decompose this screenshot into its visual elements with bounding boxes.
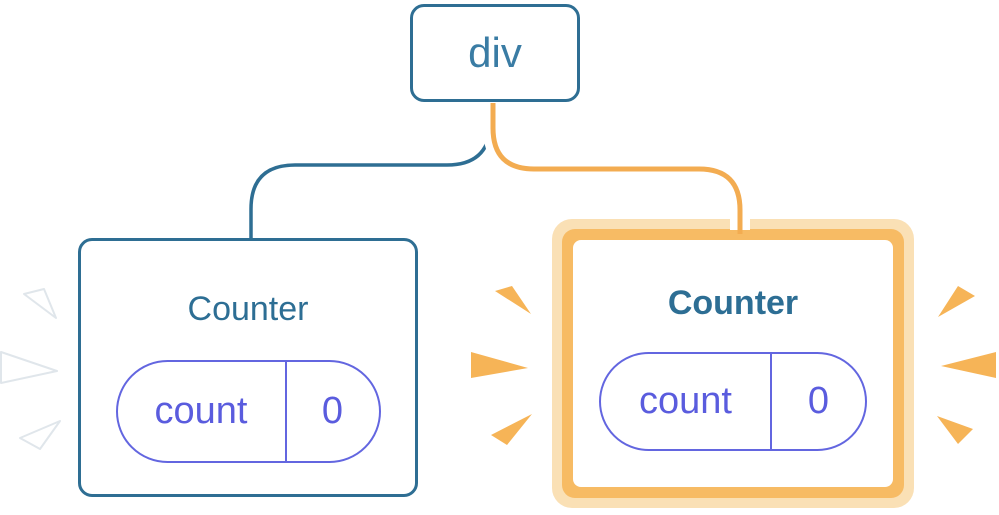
connector-right-casing xyxy=(483,103,750,230)
sparkle-icon-white-left-top xyxy=(23,288,57,319)
right-counter-card: Counter count 0 xyxy=(573,240,893,487)
sparkle-icon-white-left-middle xyxy=(0,351,58,384)
sparkle-icon-orange-left-top xyxy=(495,286,531,314)
root-div-node: div xyxy=(410,4,580,102)
root-div-label: div xyxy=(468,29,522,76)
left-counter-title: Counter xyxy=(187,290,309,328)
left-state-pill: count 0 xyxy=(115,360,381,463)
sparkle-icon-orange-left-bottom xyxy=(491,414,532,445)
right-counter-card-highlight-ring: Counter count 0 xyxy=(552,219,914,508)
sparkle-icon-orange-left-middle xyxy=(471,352,528,378)
left-state-value: 0 xyxy=(284,362,379,461)
connector-right-orange xyxy=(490,103,743,234)
right-state-value: 0 xyxy=(770,354,865,449)
left-state-key: count xyxy=(154,390,248,432)
sparkle-icon-orange-right-bottom xyxy=(937,416,973,444)
sparkle-icon-orange-right-middle xyxy=(941,352,996,378)
left-counter-card: Counter count 0 xyxy=(78,238,418,497)
sparkle-icon-orange-right-top xyxy=(938,286,975,317)
right-state-key: count xyxy=(639,380,732,422)
right-state-pill: count 0 xyxy=(599,352,867,451)
connector-left-blue xyxy=(249,103,493,239)
right-counter-card-inner-ring: Counter count 0 xyxy=(562,229,904,498)
right-counter-title: Counter xyxy=(667,284,799,322)
sparkle-icon-white-left-bottom xyxy=(19,420,61,450)
